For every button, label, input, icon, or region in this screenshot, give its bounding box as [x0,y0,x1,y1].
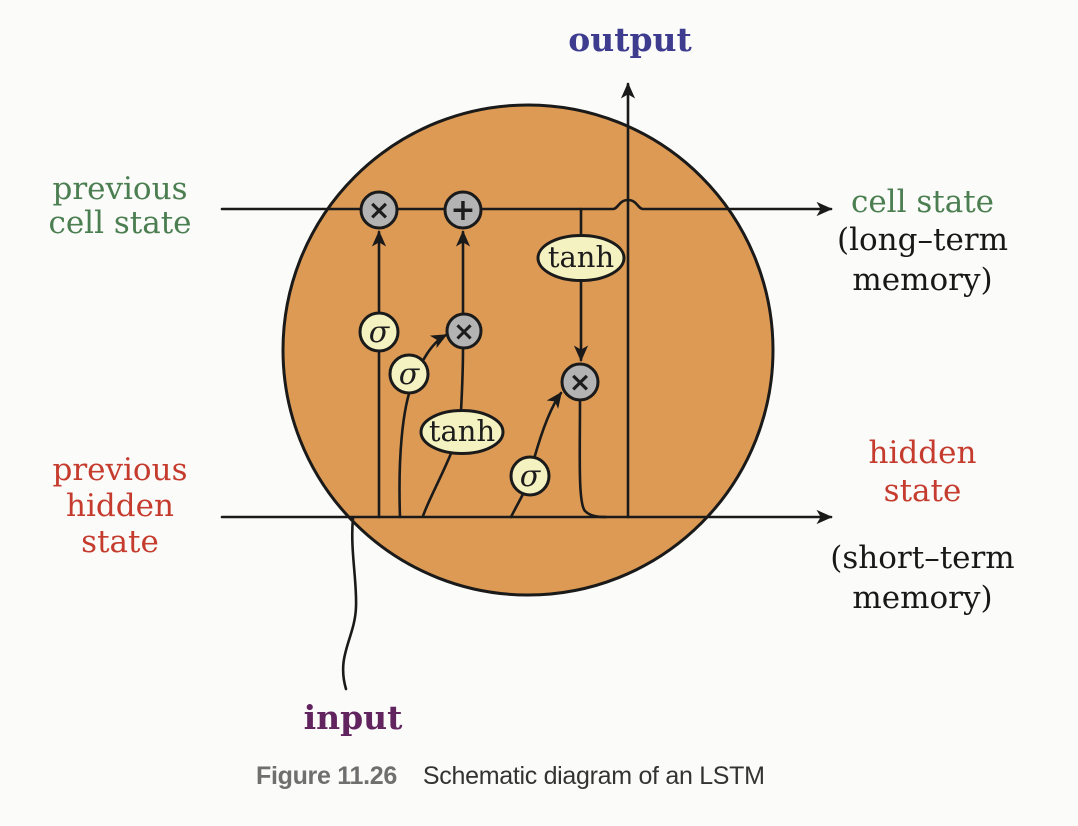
multiply-symbol: × [368,195,391,226]
output-multiply-gate: × [560,362,600,402]
output-label: output [568,20,692,59]
cell-state-label: cell state [850,184,995,220]
sigma-to-output-multiply-line [532,391,563,461]
figure-number: Figure 11.26 [256,762,397,790]
tanh-ellipse [419,409,505,455]
input-multiply-gate: × [445,312,483,350]
figure-caption-text: Schematic diagram of an LSTM [422,762,765,790]
hidden-state-label: hidden state [868,435,977,509]
multiply-gate-circle [359,190,399,230]
input-label: input [303,698,403,737]
output-multiply-to-hidden-line [578,398,608,519]
sigma-circle [388,353,430,395]
candidate-tanh: tanh [419,409,505,455]
short-term-memory-label: (short–term memory) [830,540,1015,616]
tanh-ellipse [536,234,626,282]
lstm-cell-circle [281,103,775,597]
tanh-label: tanh [548,240,614,274]
previous-hidden-state-label: previous hidden state [52,452,188,560]
multiply-gate-circle [445,312,483,350]
input-line [341,516,358,691]
forget-multiply-gate: × [359,190,399,230]
output-gate-branch-line [509,492,525,519]
forget-sigma: σ [358,311,400,353]
add-symbol: + [450,193,475,228]
candidate-to-multiply-line [459,347,465,413]
tanh-label: tanh [429,414,495,448]
add-gate-circle [443,190,483,230]
candidate-branch-line [421,449,454,518]
figure-caption: Figure 11.26 Schematic diagram of an LST… [256,762,765,791]
previous-cell-state-label: previous cell state [48,171,192,241]
sigma-circle [358,311,400,353]
output-sigma: σ [509,455,551,497]
sigma-circle [509,455,551,497]
add-gate: + [443,190,483,230]
sigma-symbol: σ [369,315,391,350]
multiply-gate-circle [560,362,600,402]
multiply-symbol: × [453,317,475,347]
long-term-memory-label: (long–term memory) [837,222,1008,298]
multiply-symbol: × [569,367,592,398]
sigma-symbol: σ [399,357,421,392]
input-sigma: σ [388,353,430,395]
sigma-symbol: σ [520,459,542,494]
cell-output-tanh: tanh [536,234,626,282]
